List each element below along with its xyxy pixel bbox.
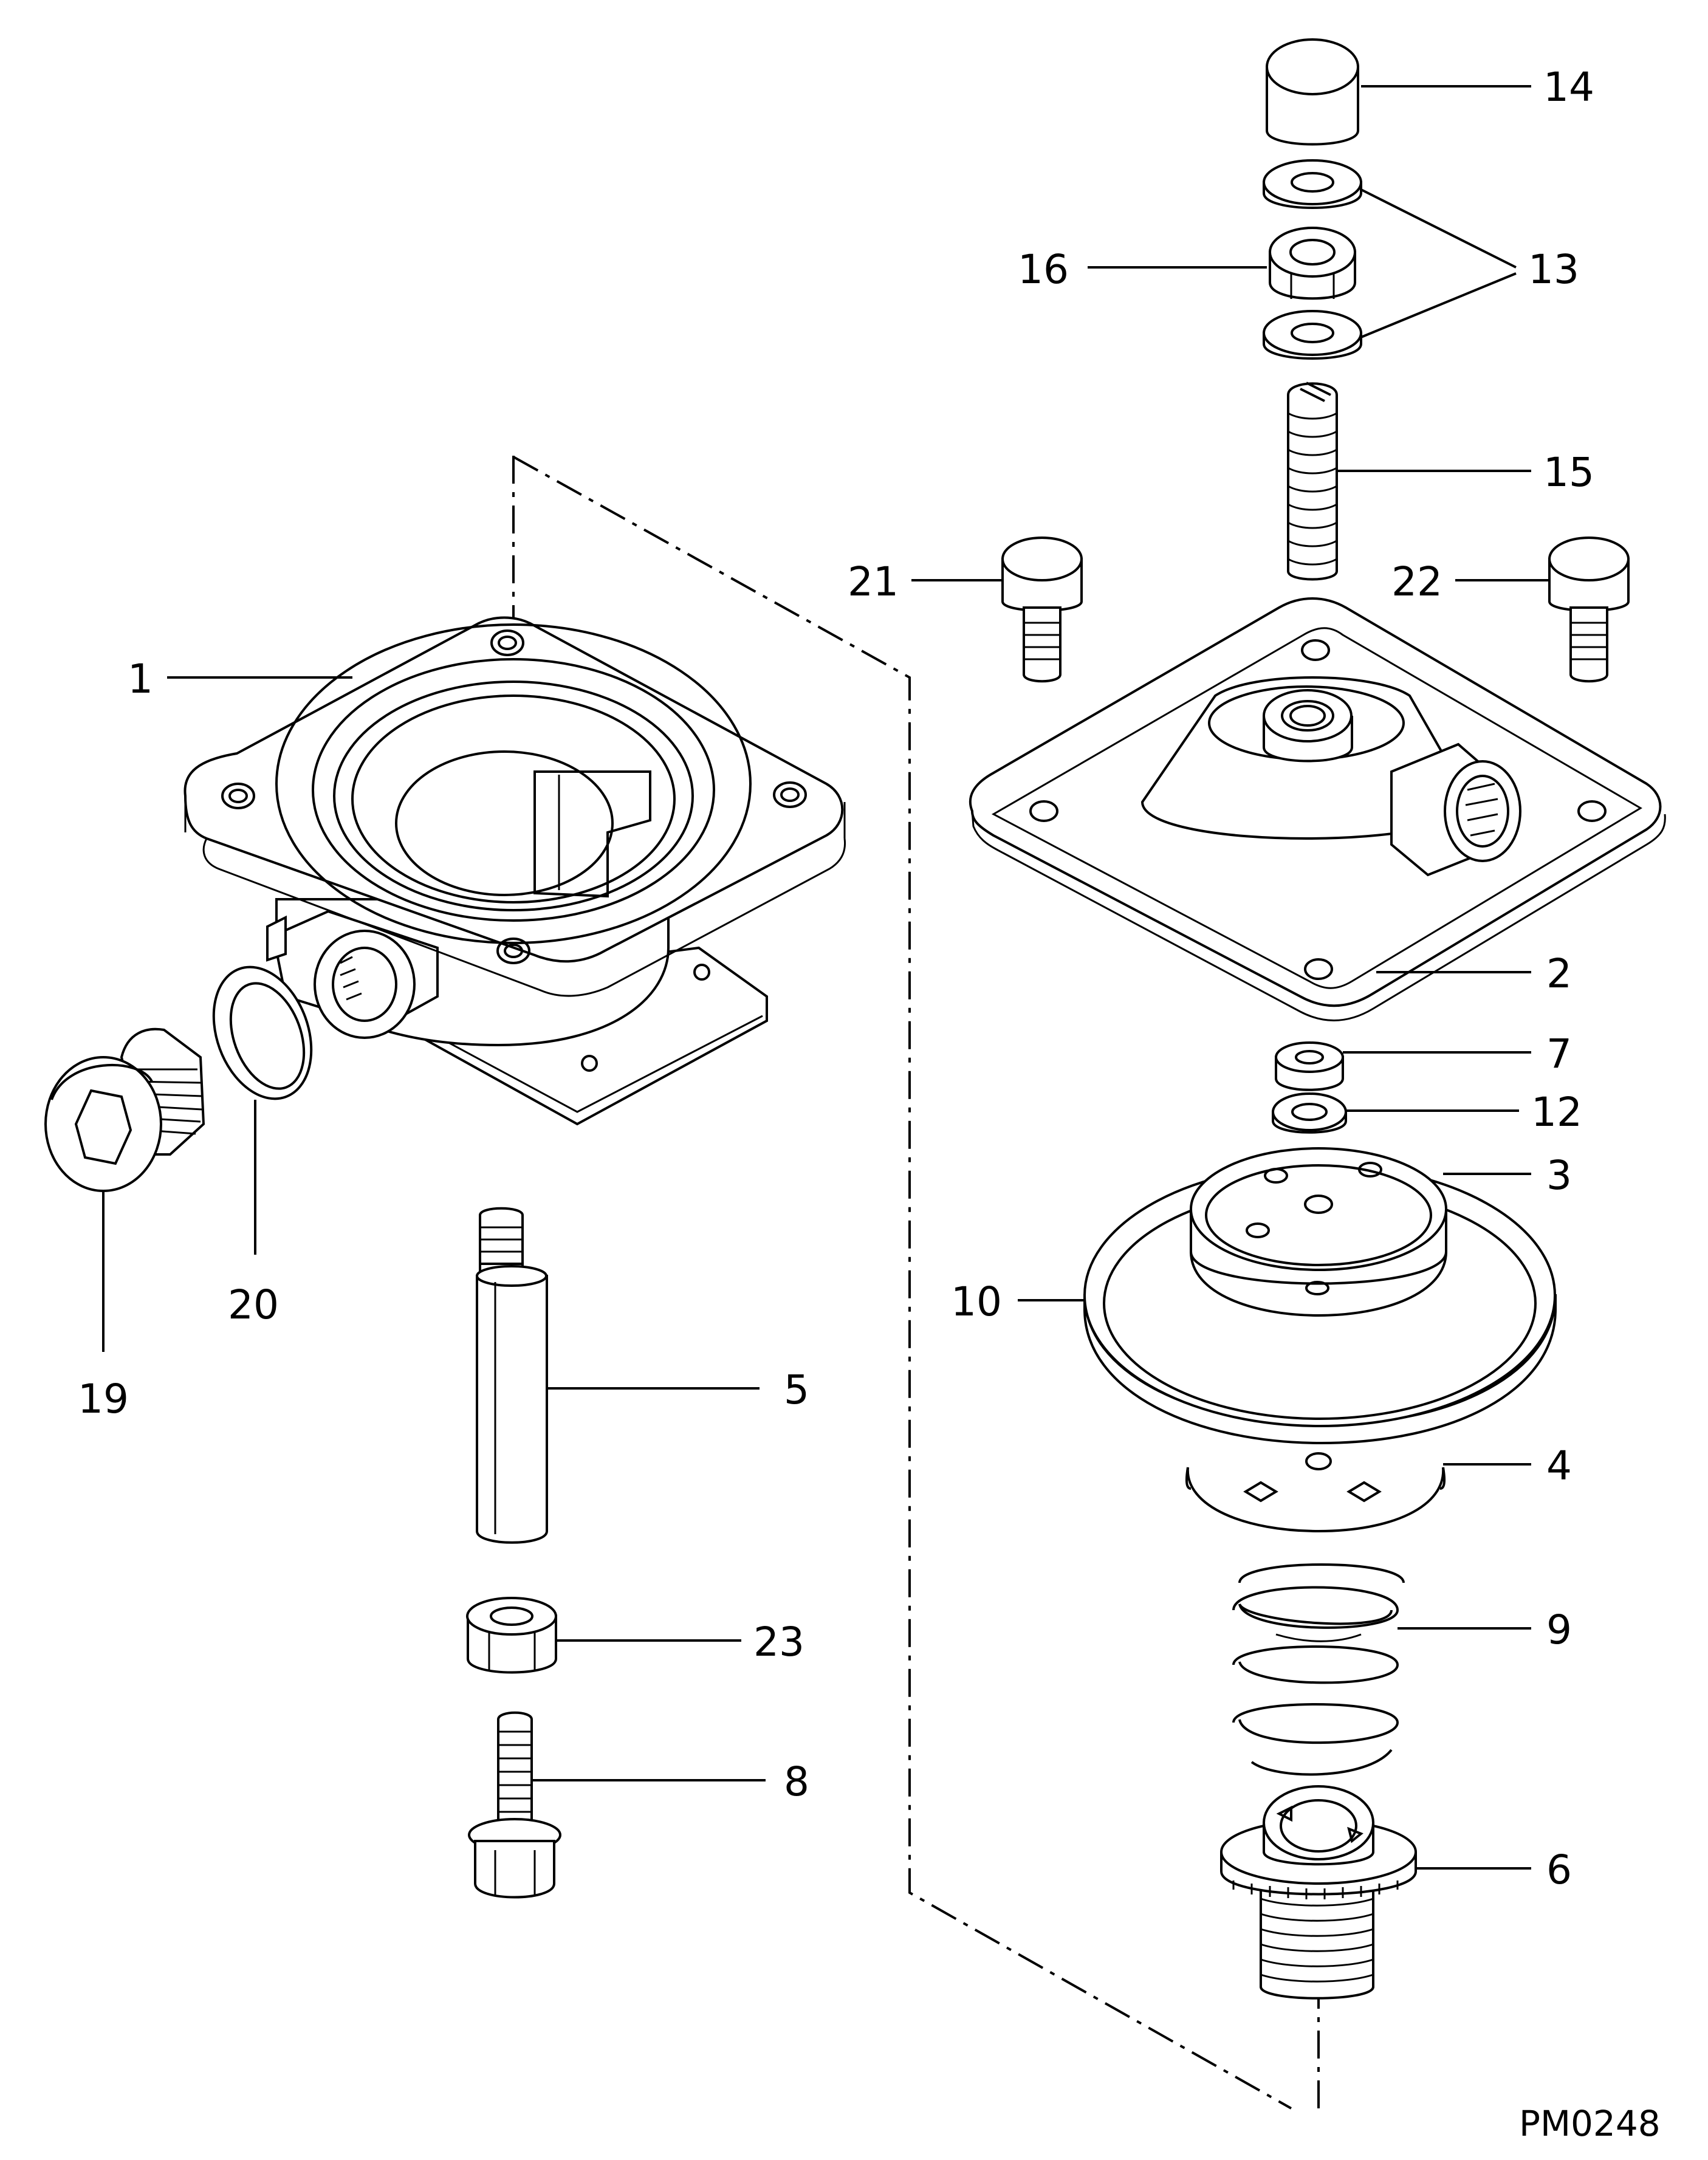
callout-1: 1 (128, 656, 153, 702)
callout-10: 10 (951, 1278, 1002, 1325)
part-16-nut (1269, 227, 1356, 300)
part-13-washers (1263, 159, 1362, 360)
part-8-bolt (468, 1711, 561, 1899)
callout-14: 14 (1543, 64, 1594, 111)
callout-labels: 14 13 16 15 21 22 1 2 7 12 3 10 4 9 6 5 … (78, 64, 1594, 1893)
part-9-spring (1232, 1563, 1405, 1776)
part-19-hex-plug (44, 1027, 205, 1192)
callout-23: 23 (753, 1619, 804, 1665)
callout-20: 20 (228, 1281, 279, 1328)
part-14-cap (1266, 38, 1359, 146)
part-12-washer (1272, 1092, 1347, 1134)
callout-4: 4 (1546, 1442, 1572, 1489)
callout-3: 3 (1546, 1152, 1572, 1199)
part-7-nut (1275, 1041, 1344, 1091)
part-2-cover (969, 597, 1666, 1021)
part-21-screw (1001, 537, 1083, 683)
part-15-adjusting-screw (1287, 382, 1338, 581)
callout-7: 7 (1546, 1030, 1572, 1077)
part-22-screw (1548, 537, 1630, 683)
callout-15: 15 (1543, 449, 1594, 496)
part-23-nut (466, 1597, 557, 1674)
part-5-stud (476, 1207, 548, 1544)
body-flange-holes (221, 629, 807, 964)
part-4-lower-plate (1185, 1452, 1446, 1533)
callout-5: 5 (784, 1366, 809, 1413)
callout-6: 6 (1546, 1846, 1572, 1893)
callout-19: 19 (78, 1376, 129, 1422)
drawing-id: PM0248 (1519, 2103, 1661, 2144)
callout-22: 22 (1391, 558, 1442, 605)
callout-16: 16 (1018, 246, 1069, 293)
leader-lines (102, 85, 1549, 1870)
callout-2: 2 (1546, 950, 1572, 997)
callout-8: 8 (784, 1758, 809, 1805)
part-3-plate (1190, 1147, 1447, 1295)
callout-13: 13 (1528, 246, 1579, 293)
part-20-gasket (212, 965, 313, 1100)
callout-21: 21 (848, 558, 899, 605)
part-6-fitting (1220, 1785, 1417, 2000)
callout-9: 9 (1546, 1606, 1572, 1653)
callout-12: 12 (1531, 1089, 1582, 1136)
part-1-valve-body (183, 616, 846, 1126)
